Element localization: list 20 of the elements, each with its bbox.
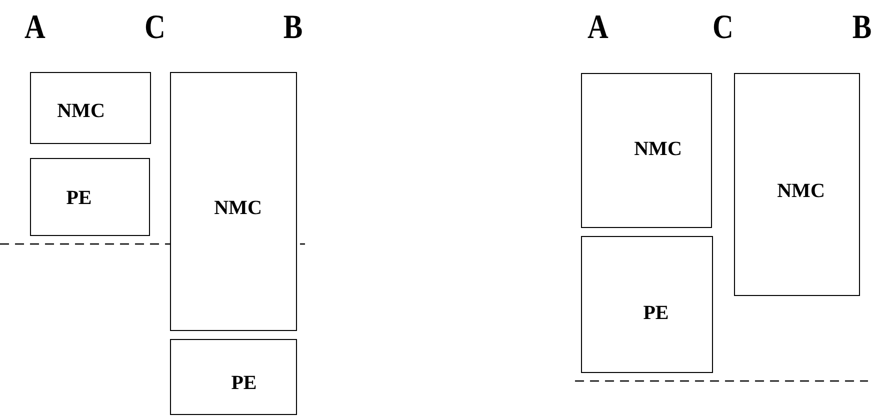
column-letter: B (852, 10, 872, 46)
rectangle-box (734, 73, 860, 296)
column-letter: A (24, 10, 46, 46)
box-label: PE (231, 372, 257, 394)
rectangle-box (170, 339, 297, 415)
rectangle-box (170, 72, 297, 331)
rectangle-box (581, 236, 713, 373)
box-label: NMC (777, 180, 825, 202)
column-letter: C (144, 10, 166, 46)
column-letter: B (283, 10, 303, 46)
box-label: NMC (214, 197, 262, 219)
rectangle-box (30, 158, 150, 236)
column-letter: A (588, 10, 608, 46)
column-letter: C (712, 10, 734, 46)
box-label: NMC (634, 138, 682, 160)
box-label: PE (66, 187, 92, 209)
box-label: PE (643, 302, 669, 324)
rectangle-box (581, 73, 712, 228)
rectangle-box (30, 72, 151, 144)
box-label: NMC (57, 100, 105, 122)
